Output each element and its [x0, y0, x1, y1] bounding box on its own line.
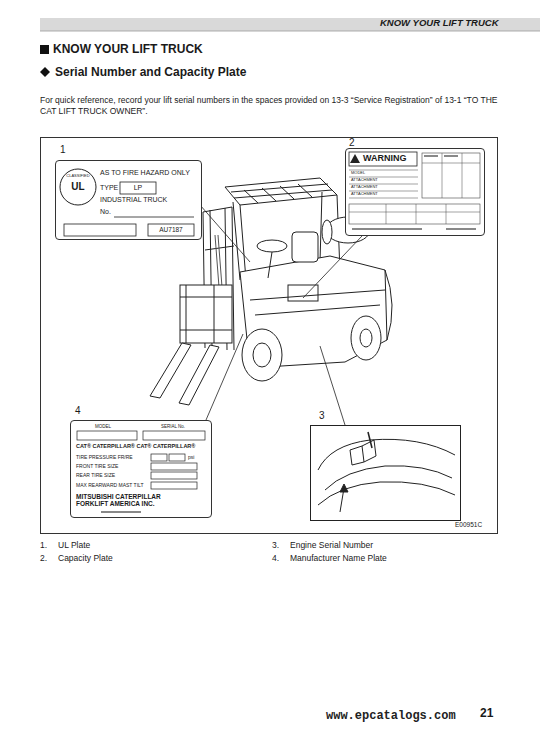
list-item: Engine Serial Number — [290, 541, 373, 551]
manufacturer-name-plate: MODEL SERIAL No. CAT® CATERPILLAR® CAT® CA… — [70, 420, 212, 518]
plate-text: MODEL — [351, 171, 365, 176]
plate-text: TIRE PRESSURE FR/RE — [76, 455, 133, 461]
watermark: www.epcatalogs.com — [326, 710, 456, 724]
plate-text: TYPE — [100, 184, 118, 192]
plate-text: AS TO FIRE HAZARD ONLY — [100, 169, 190, 177]
plate-text: INDUSTRIAL TRUCK — [100, 196, 167, 204]
warning-heading: WARNING — [363, 153, 407, 163]
plate-text: MAX REARWARD MAST TILT — [76, 483, 144, 489]
plate-value: AU7187 — [148, 226, 194, 233]
plate-text: ATTACHMENT — [351, 192, 378, 197]
figure-frame — [41, 138, 498, 534]
figure-code: E00951C — [455, 521, 482, 528]
subheading: Serial Number and Capacity Plate — [55, 66, 246, 80]
callout-number: 3 — [319, 410, 325, 422]
ul-plate: UL CLASSIFIED AS TO FIRE HAZARD ONLY TYPELP… — [55, 160, 202, 240]
engine-serial-inset — [311, 426, 461, 521]
heading-square — [40, 45, 49, 54]
section-heading: KNOW YOUR LIFT TRUCK — [53, 43, 203, 57]
running-header: KNOW YOUR LIFT TRUCK — [380, 18, 499, 29]
page-number: 21 — [480, 707, 493, 721]
callout-number: 4 — [75, 405, 81, 417]
plate-text: ATTACHMENT — [351, 178, 378, 183]
brand-text: CAT® CATERPILLAR® CAT® CATERPILLAR® — [76, 443, 195, 449]
list-item: Capacity Plate — [58, 554, 113, 564]
plate-text: REAR TIRE SIZE — [76, 473, 115, 479]
list-item: UL Plate — [58, 541, 90, 551]
leader-lines — [200, 205, 362, 425]
company-name: MITSUBISHI CATERPILLAR FORKLIFT AMERICA … — [76, 493, 186, 507]
callout-number: 2 — [349, 137, 355, 149]
callout-number: 1 — [60, 144, 66, 156]
body-text: For quick reference, record your lift se… — [40, 95, 502, 118]
plate-text: ATTACHMENT — [351, 185, 378, 190]
plate-text: No. — [100, 208, 111, 216]
plate-value: LP — [120, 184, 156, 192]
plate-text: MODEL — [95, 424, 111, 429]
ul-logo: UL — [61, 181, 95, 193]
list-number: 4. — [272, 554, 279, 564]
ul-logo-text: CLASSIFIED — [61, 174, 95, 179]
plate-text: FRONT TIRE SIZE — [76, 464, 118, 470]
plate-text: psi — [188, 455, 194, 461]
list-item: Manufacturer Name Plate — [290, 554, 387, 564]
plate-text: SERIAL No. — [161, 424, 185, 429]
header-bar — [40, 18, 540, 31]
list-number: 1. — [40, 541, 47, 551]
list-number: 2. — [40, 554, 47, 564]
heading-diamond — [40, 67, 50, 77]
capacity-plate: WARNING MODEL ATTACHMENT ATTACHMENT ATTACHME… — [345, 148, 485, 236]
list-number: 3. — [272, 541, 279, 551]
